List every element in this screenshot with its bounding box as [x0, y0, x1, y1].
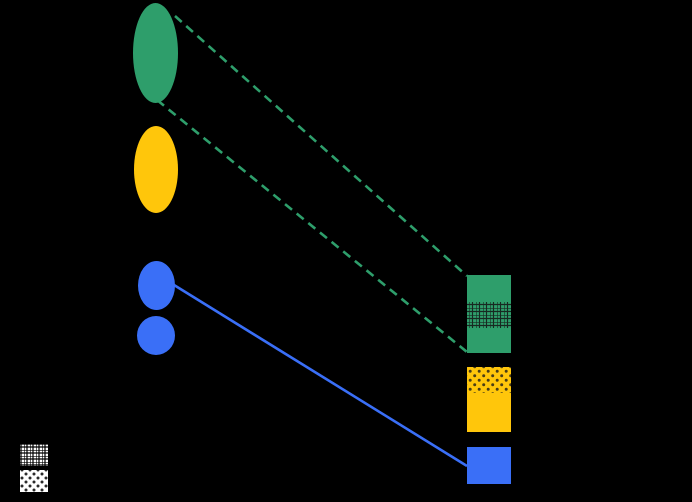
yellow-ellipse	[134, 126, 178, 213]
blue-circle-lower	[137, 316, 175, 355]
green-connector-top	[174, 15, 468, 277]
green-connector-bottom	[156, 98, 468, 354]
yellow-bar-dotted-top	[467, 367, 511, 393]
blue-bar	[467, 447, 511, 484]
yellow-bar-solid-bottom	[467, 393, 511, 432]
legend-entry-dots	[20, 470, 48, 492]
target-bar-group	[467, 275, 511, 484]
green-bar	[467, 275, 511, 353]
green-bar-solid-top	[467, 275, 511, 302]
blue-connector	[173, 283, 468, 468]
green-bar-hatched-middle	[467, 302, 511, 328]
green-bar-solid-bottom	[467, 328, 511, 353]
pattern-legend	[20, 444, 48, 492]
legend-entry-crosshatch	[20, 444, 48, 466]
green-ellipse	[133, 3, 178, 103]
yellow-bar	[467, 367, 511, 432]
blue-bar-solid	[467, 447, 511, 484]
connector-group	[156, 15, 468, 468]
blue-ellipse-upper	[138, 261, 175, 310]
source-shape-group	[133, 3, 178, 355]
